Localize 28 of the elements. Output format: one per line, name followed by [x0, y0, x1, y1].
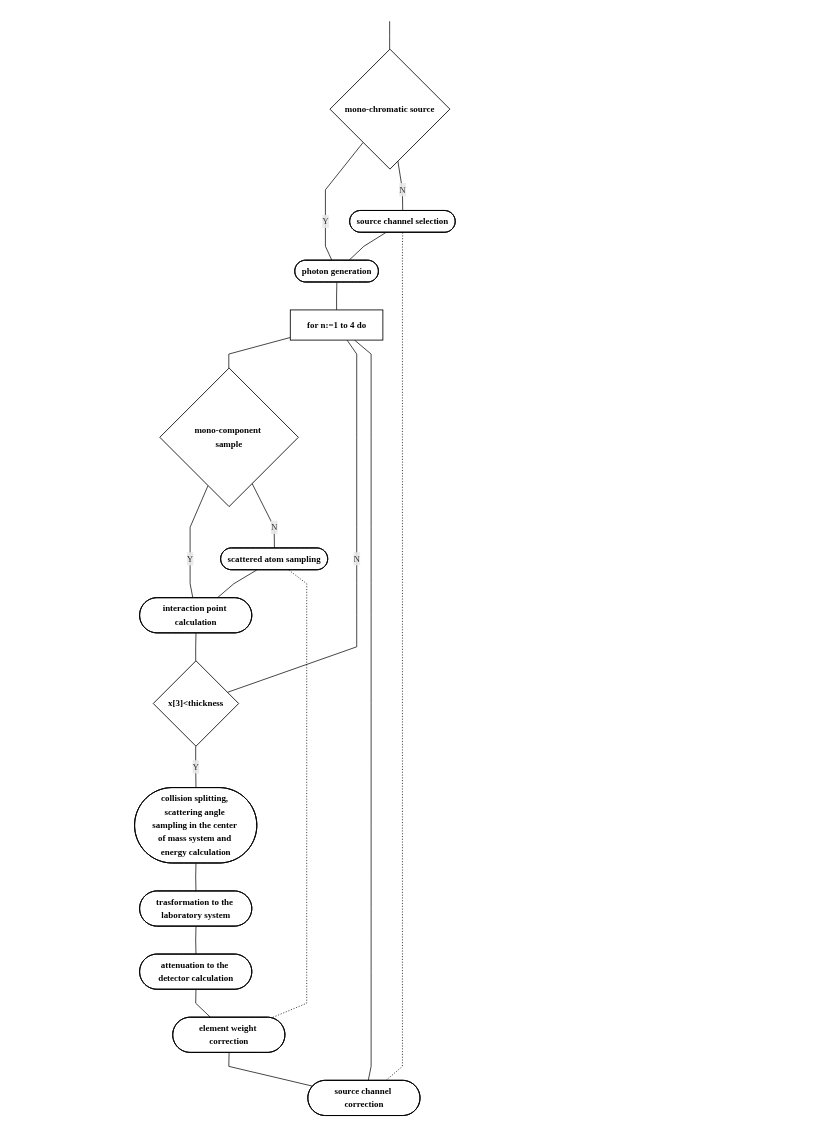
connector	[195, 926, 197, 955]
connector	[228, 1052, 314, 1087]
connector	[325, 142, 364, 261]
node-diamond: mono-component sample	[159, 367, 299, 507]
node-diamond: mono-chromatic source	[329, 48, 451, 170]
connector	[195, 862, 197, 892]
connector	[348, 232, 387, 261]
node-box: for n:=1 to 4 do	[289, 309, 384, 341]
edge-label: N	[353, 553, 360, 564]
connector	[226, 339, 358, 693]
connector	[228, 337, 291, 369]
edge-label: Y	[186, 553, 194, 564]
connector	[389, 20, 390, 50]
connector	[189, 485, 209, 599]
connector	[271, 569, 308, 1019]
connector	[195, 632, 197, 662]
edge-label: N	[399, 184, 406, 195]
connector	[397, 160, 404, 212]
connector	[216, 569, 258, 599]
edge-label: Y	[192, 761, 199, 772]
node-diamond: x[3]<thickness	[152, 660, 240, 747]
edge-label: N	[270, 522, 278, 532]
connector	[385, 232, 404, 1081]
connector	[336, 281, 338, 311]
connector	[354, 339, 372, 1081]
connector	[251, 483, 275, 549]
connector	[195, 989, 211, 1018]
edge-label: Y	[322, 216, 329, 226]
